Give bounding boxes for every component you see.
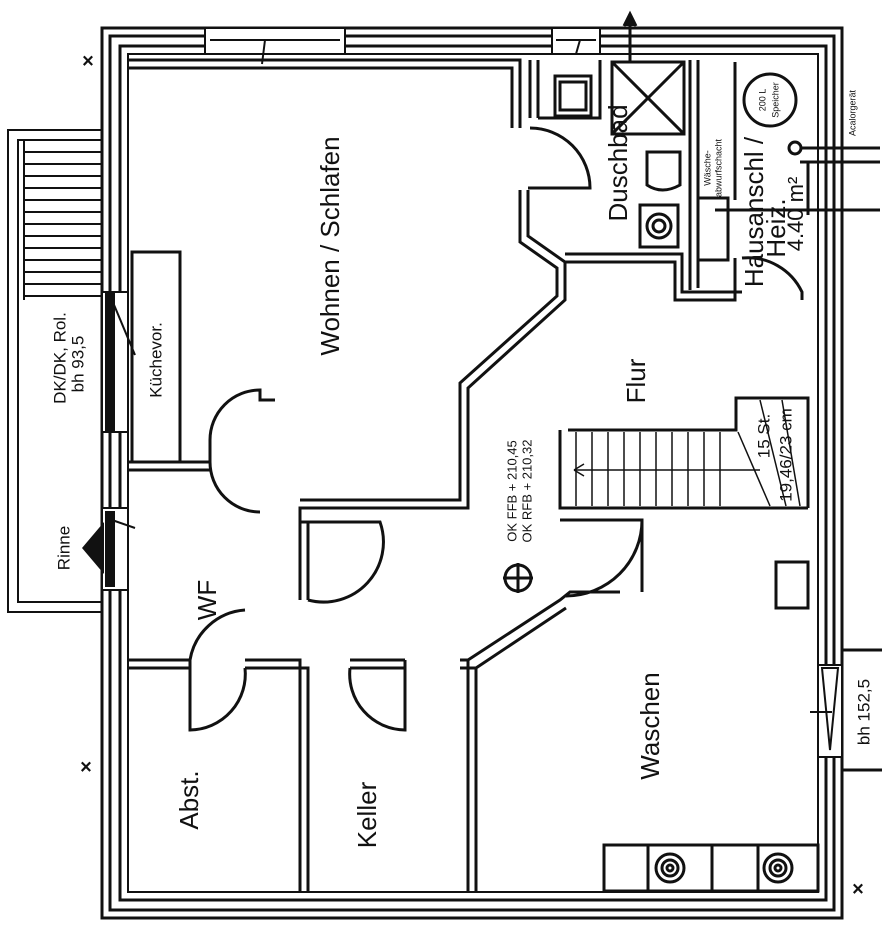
terrace-outline — [7, 129, 102, 613]
corner-mark-bottom-right: × — [852, 878, 864, 901]
stair-dims-label: 19,46/23 cm — [776, 408, 796, 502]
room-label-kuechevor: Küchevor. — [146, 322, 166, 398]
outer-wall-inner — [118, 44, 828, 902]
waesche-label-2: abwurfschacht — [713, 138, 724, 198]
terrace-steps — [23, 140, 102, 300]
corner-mark-top-left: × — [82, 50, 94, 73]
corner-mark-bottom-left: × — [80, 756, 92, 779]
wall-wohnen — [128, 58, 567, 518]
storage-tank — [742, 72, 798, 128]
level-rfb-label: OK RFB + 210,32 — [519, 439, 535, 543]
room-label-keller: Keller — [352, 781, 382, 849]
room-label-wohnen: Wohnen / Schlafen — [315, 136, 345, 356]
window-right-label: bh 152,5 — [854, 678, 874, 746]
window-left-label-1: DK/DK, Rol. — [50, 312, 70, 404]
shower — [610, 60, 686, 136]
stair-steps-label: 15 St. — [754, 413, 774, 459]
toilet-tank — [553, 74, 593, 118]
room-area-hausanschl: 4.40 m² — [783, 176, 808, 252]
room-label-wf: WF — [192, 579, 222, 621]
rinne-label: Rinne — [54, 525, 74, 571]
acalor-label: Acalorgerät — [847, 89, 858, 137]
wall-waschen-diagonal — [467, 590, 620, 670]
toilet — [645, 150, 682, 192]
room-label-duschbad: Duschbad — [603, 104, 633, 222]
outer-wall-outer — [100, 26, 844, 920]
speicher-label-2: Speicher — [770, 82, 781, 118]
outer-wall-mid — [108, 34, 836, 912]
wash-cabinet — [774, 560, 810, 610]
waesche-label-1: Wäsche- — [702, 150, 713, 186]
window-left-label-2: bh 93,5 — [68, 335, 88, 393]
level-ffb-label: OK FFB + 210,45 — [504, 440, 520, 542]
rinne-triangle — [82, 522, 104, 574]
room-label-flur: Flur — [621, 358, 651, 404]
room-label-abst: Abst. — [174, 770, 204, 830]
room-label-waschen: Waschen — [635, 672, 665, 780]
laundry-shaft — [696, 196, 730, 262]
wall-wf-right — [298, 518, 310, 600]
speicher-label-1: 200 L — [757, 88, 768, 112]
sink — [638, 203, 680, 249]
